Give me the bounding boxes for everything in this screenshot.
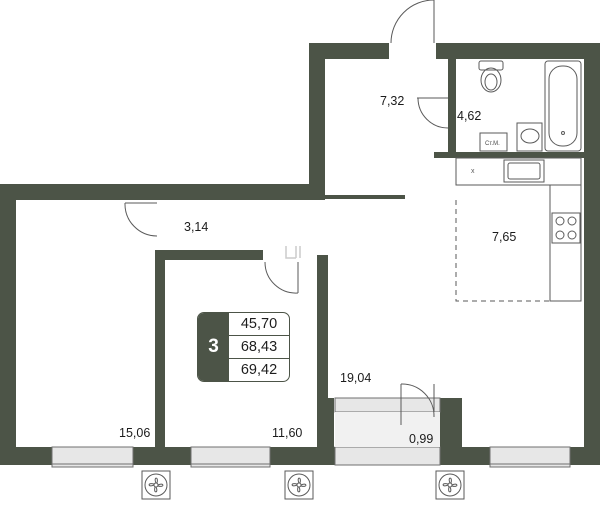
- bedroom-door-icon: [264, 261, 299, 294]
- bathroom-note: Ст.М.: [485, 141, 500, 147]
- kitchen-sink-icon: [503, 159, 545, 183]
- walls: [0, 43, 600, 465]
- vent-fans: [141, 470, 465, 500]
- area-hall: 7,32: [380, 94, 404, 108]
- bathroom: [478, 60, 582, 152]
- doors: [124, 0, 449, 425]
- area-balcony: 0,99: [409, 432, 433, 446]
- svg-text:x: x: [471, 168, 475, 175]
- area-kitchen: 7,65: [492, 230, 516, 244]
- vent-fan-icon: [284, 470, 314, 500]
- kitchen-column: [549, 184, 582, 302]
- entrance-door-icon: [390, 0, 435, 44]
- washing-machine-spot: [479, 132, 508, 152]
- area-bathroom: 4,62: [457, 109, 481, 123]
- living-area: 45,70: [229, 313, 289, 336]
- vent-fan-icon: [435, 470, 465, 500]
- room-count: 3: [198, 313, 229, 381]
- area-values: 45,70 68,43 69,42: [229, 313, 289, 381]
- area-summary-card: 3 45,70 68,43 69,42: [197, 312, 290, 382]
- watermark-icon: [285, 246, 301, 259]
- total-area-with-balcony: 69,42: [240, 362, 278, 378]
- vent-fan-icon: [141, 470, 171, 500]
- kitchen: x: [455, 157, 582, 302]
- area-bedroom-middle: 11,60: [272, 426, 302, 440]
- area-corridor: 3,14: [184, 220, 208, 234]
- bathtub-icon: [544, 60, 582, 152]
- area-living-room: 19,04: [340, 371, 371, 385]
- windows: [51, 397, 571, 468]
- toilet-icon: [478, 60, 504, 93]
- kitchen-counter: [455, 157, 582, 186]
- balcony-floor: [335, 412, 440, 447]
- room-labels: 7,32 4,62 Ст.М. 3,14 7,65 15,06 11,60 19…: [119, 94, 516, 446]
- corridor-door-icon: [124, 202, 158, 237]
- total-area: 68,43: [229, 336, 289, 359]
- area-bedroom-left: 15,06: [119, 426, 150, 440]
- stove-icon: [551, 212, 581, 244]
- bathroom-door-icon: [417, 97, 449, 129]
- sink-icon: [516, 122, 543, 152]
